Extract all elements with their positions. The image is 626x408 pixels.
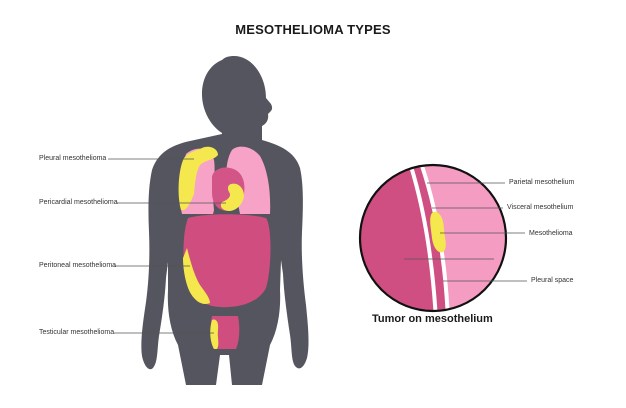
zoom-inner-tissue: [420, 165, 506, 311]
peritoneal-tumor: [183, 248, 210, 304]
label-pleural: Pleural mesothelioma: [39, 155, 107, 162]
abdomen: [183, 214, 271, 308]
zoom-caption: Tumor on mesothelium: [372, 313, 493, 325]
zoom-leader-lines: [404, 182, 527, 282]
zoom-circle-border: [358, 163, 508, 313]
pleural-tumor: [178, 146, 218, 211]
diagram-title: MESOTHELIOMA TYPES: [235, 22, 391, 37]
label-parietal: Parietal mesothelium: [509, 179, 575, 186]
pericardial-tumor: [220, 183, 244, 211]
zoom-circle: [358, 163, 508, 313]
zoom-tumor: [430, 211, 446, 253]
label-pericardial: Pericardial mesothelioma: [39, 199, 118, 206]
head-shape: [201, 56, 273, 144]
testicular-tumor: [210, 319, 219, 349]
parietal-membrane: [407, 165, 438, 311]
label-peritoneal: Peritoneal mesothelioma: [39, 262, 117, 269]
label-mesothelioma: Mesothelioma: [529, 230, 573, 237]
body-leader-lines: [108, 158, 226, 334]
label-pleural-space: Pleural space: [531, 277, 574, 284]
label-visceral: Visceral mesothelium: [507, 204, 574, 211]
tumors: [178, 146, 244, 349]
label-testicular: Testicular mesothelioma: [39, 329, 115, 336]
